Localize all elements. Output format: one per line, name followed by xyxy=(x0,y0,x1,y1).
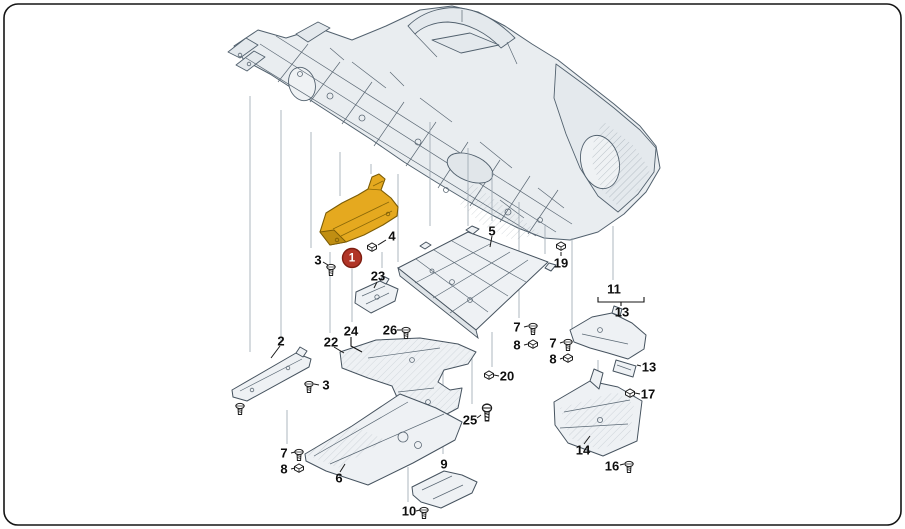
callout-4[interactable]: 4 xyxy=(388,229,396,244)
callout-13-a[interactable]: 13 xyxy=(615,305,629,320)
screw-icon xyxy=(304,380,314,393)
screw-icon xyxy=(624,460,634,473)
part-11-bracket[interactable] xyxy=(569,305,647,360)
image-border xyxy=(3,3,902,526)
clip-nut-icon xyxy=(563,353,573,363)
callout-11[interactable]: 11 xyxy=(607,282,621,297)
callout-1-label: 1 xyxy=(349,253,356,265)
part-2-sill-trim[interactable] xyxy=(231,346,312,402)
callout-10[interactable]: 10 xyxy=(402,504,416,519)
screw-icon xyxy=(326,263,336,276)
clip-nut-icon xyxy=(528,339,538,349)
part-1-highlighted-bracket[interactable] xyxy=(319,173,399,246)
car-body-illustration xyxy=(227,5,661,241)
front-member xyxy=(295,21,331,43)
callout-23[interactable]: 23 xyxy=(371,269,385,284)
callout-3-b[interactable]: 3 xyxy=(322,378,329,393)
callout-22[interactable]: 22 xyxy=(324,335,338,350)
callout-24[interactable]: 24 xyxy=(344,324,359,339)
callout-19[interactable]: 19 xyxy=(554,256,568,271)
sunroof-frame xyxy=(431,32,500,54)
front-wheel-arch xyxy=(288,66,316,102)
callout-7-c[interactable]: 7 xyxy=(280,446,287,461)
callout-9[interactable]: 9 xyxy=(440,457,447,472)
callout-7-b[interactable]: 7 xyxy=(549,336,556,351)
part-9-bracket[interactable] xyxy=(411,470,478,509)
callouts: 3 1 4 5 19 23 11 13 26 24 7 8 22 2 7 8 1… xyxy=(277,224,656,519)
clip-nut-icon xyxy=(625,388,635,398)
red-circle-badge xyxy=(341,247,363,269)
clip-nut-icon xyxy=(484,370,494,380)
clip-nut-icon xyxy=(367,242,377,252)
callout-26[interactable]: 26 xyxy=(383,323,397,338)
clip-nut-icon xyxy=(556,241,566,251)
screw-icon xyxy=(419,506,429,519)
part-6-floor-panel[interactable] xyxy=(304,393,463,486)
screw-icon xyxy=(294,448,304,461)
callout-6[interactable]: 6 xyxy=(335,471,342,486)
callout-7-a[interactable]: 7 xyxy=(513,320,520,335)
callout-13-b[interactable]: 13 xyxy=(642,360,656,375)
part-13-bracket[interactable] xyxy=(612,359,637,378)
callout-connectors xyxy=(270,235,645,512)
parts xyxy=(231,173,647,509)
callout-3-a[interactable]: 3 xyxy=(314,253,321,268)
clip-nut-icon xyxy=(294,463,304,473)
floor-holes xyxy=(237,52,543,223)
screw-icon xyxy=(235,402,245,415)
callout-17[interactable]: 17 xyxy=(641,387,655,402)
callout-8-a[interactable]: 8 xyxy=(513,338,520,353)
callout-25[interactable]: 25 xyxy=(463,413,477,428)
screw-icon xyxy=(563,338,573,351)
callout-20[interactable]: 20 xyxy=(500,369,514,384)
callout-8-c[interactable]: 8 xyxy=(280,462,287,477)
callout-14[interactable]: 14 xyxy=(576,443,591,458)
screw-icon xyxy=(401,326,411,339)
callout-2[interactable]: 2 xyxy=(277,334,284,349)
callout-8-b[interactable]: 8 xyxy=(549,352,556,367)
roof-section xyxy=(407,7,516,49)
part-23-bracket[interactable] xyxy=(354,275,399,314)
part-5-center-underbody-panel[interactable] xyxy=(397,225,557,340)
front-rail-a xyxy=(227,37,259,59)
part-14-side-panel[interactable] xyxy=(553,368,643,457)
screw-icon xyxy=(481,403,493,422)
callout-1-highlight-badge[interactable]: 1 xyxy=(341,247,363,269)
callout-5[interactable]: 5 xyxy=(488,224,495,239)
callout-16[interactable]: 16 xyxy=(605,459,619,474)
part-22-tunnel-cover[interactable] xyxy=(339,337,477,421)
screw-icon xyxy=(528,322,538,335)
